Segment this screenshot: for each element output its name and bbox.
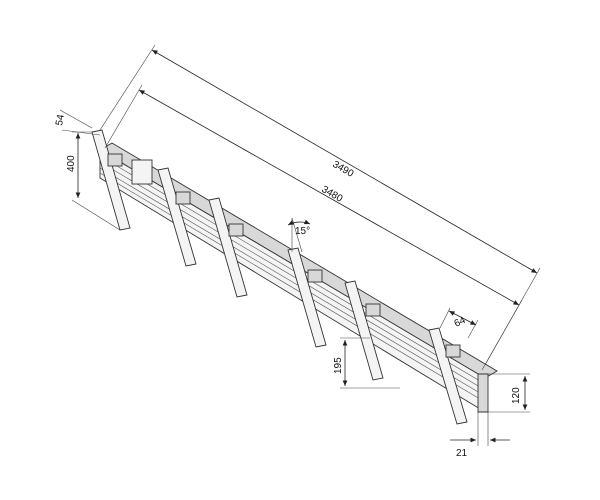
tilt-arm	[428, 327, 468, 425]
dim-bracket-offset-label: 54	[54, 113, 67, 126]
dim-bracket-offset: 54	[54, 109, 101, 136]
dim-rail-height-label: 120	[511, 387, 522, 404]
wall-plate	[131, 159, 153, 185]
dim-rail-depth: 21	[450, 412, 510, 459]
dim-overall-length-label: 3490	[331, 159, 356, 180]
rail-end-cap	[477, 373, 489, 413]
dim-arm-spacing-label: 64	[453, 315, 468, 330]
rail-groove-4	[99, 172, 486, 403]
dim-rail-depth-label: 21	[456, 448, 468, 459]
rail-groove-2	[99, 161, 486, 391]
dim-rail-length-label: 3480	[320, 184, 345, 205]
dim-bracket-height-label: 400	[66, 155, 77, 172]
dim-rail-height: 120	[488, 373, 530, 413]
dim-tilt-angle-label: 15°	[295, 226, 310, 237]
rail-groove-1	[99, 155, 486, 385]
tilt-arm	[91, 129, 131, 231]
dim-arm-spacing: 64	[439, 307, 479, 339]
rail-groove-3	[99, 167, 486, 397]
rail-body	[99, 149, 486, 413]
dim-tilt-angle: 15°	[287, 217, 311, 253]
tilt-arm	[344, 280, 384, 381]
dim-lower-height-label: 195	[333, 357, 344, 374]
dim-lower-height: 195	[333, 337, 400, 389]
